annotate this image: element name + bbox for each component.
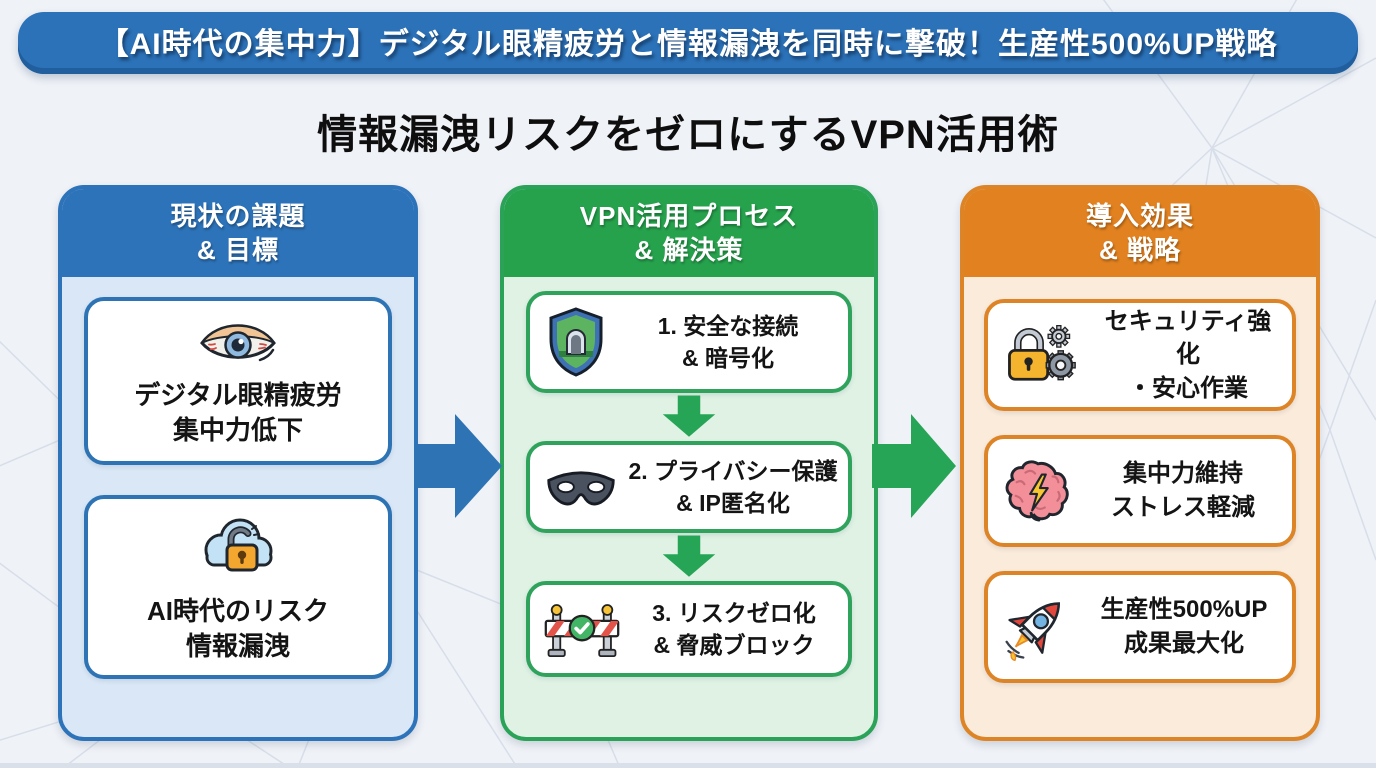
card-ai-era-risk: AI時代のリスク 情報漏洩 [84, 495, 392, 679]
productivity-rocket-icon [1005, 602, 1061, 662]
card-text: セキュリティ強化 ・安心作業 [1094, 305, 1282, 406]
security-lock-gears-icon [1008, 324, 1076, 381]
card-text-line: 3. リスクゼロ化 [652, 599, 816, 626]
down-arrow-icon [662, 395, 716, 437]
card-text-line: セキュリティ強化 [1104, 307, 1272, 369]
header-line: & 戦略 [1098, 235, 1181, 265]
flow-arrow-process-to-effects [872, 414, 956, 518]
card-text-line: 1. 安全な接続 [657, 312, 799, 339]
column-current-issues: 現状の課題 & 目標 デジタル眼精疲労 [58, 185, 418, 741]
card-digital-eye-strain: デジタル眼精疲労 集中力低下 [84, 297, 392, 465]
header-line: & 解決策 [634, 235, 744, 265]
card-text: AI時代のリスク 情報漏洩 [147, 594, 329, 664]
card-text: 2. プライバシー保護 & IP匿名化 [628, 455, 838, 519]
header-line: & 目標 [196, 235, 279, 265]
header-line: VPN活用プロセス [579, 200, 799, 231]
risk-barrier-icon [544, 604, 620, 658]
column-effects-body: セキュリティ強化 ・安心作業 集中力維持 ストレス [964, 277, 1316, 737]
card-productivity-up: 生産性500%UP 成果最大化 [984, 571, 1296, 683]
flow-arrow-current-to-process [414, 414, 502, 518]
privacy-mask-icon [547, 471, 615, 506]
card-security-boost: セキュリティ強化 ・安心作業 [984, 299, 1296, 411]
bottom-edge-strip [0, 763, 1376, 768]
card-text-line: & 暗号化 [682, 345, 774, 371]
card-text: デジタル眼精疲労 集中力低下 [134, 378, 341, 448]
column-effects: 導入効果 & 戦略 [960, 185, 1320, 741]
card-text: 集中力維持 ストレス軽減 [1084, 457, 1282, 524]
banner-text: 【AI時代の集中力】デジタル眼精疲労と情報漏洩を同時に撃破！生産性500%UP戦… [98, 28, 1278, 61]
card-risk-zero: 3. リスクゼロ化 & 脅威ブロック [526, 581, 852, 677]
cloud-lock-icon [204, 518, 273, 572]
process-step-arrow-2 [659, 533, 719, 581]
page-title: 情報漏洩リスクをゼロにするVPN活用術 [317, 113, 1059, 157]
card-secure-connection: 1. 安全な接続 & 暗号化 [526, 291, 852, 393]
card-text: 生産性500%UP 成果最大化 [1086, 593, 1282, 660]
column-process-header: VPN活用プロセス & 解決策 [504, 189, 874, 277]
down-arrow-icon [662, 535, 716, 577]
card-text-line: 集中力維持 [1123, 460, 1243, 488]
card-text-line: & IP匿名化 [676, 490, 790, 516]
card-text-line: 成果最大化 [1124, 630, 1244, 657]
card-text-line: ストレス軽減 [1111, 494, 1255, 521]
card-text-line: 情報漏洩 [185, 631, 290, 661]
column-current-header: 現状の課題 & 目標 [62, 189, 414, 277]
card-text: 1. 安全な接続 & 暗号化 [618, 310, 838, 374]
banner: 【AI時代の集中力】デジタル眼精疲労と情報漏洩を同時に撃破！生産性500%UP戦… [18, 12, 1358, 74]
card-text: 3. リスクゼロ化 & 脅威ブロック [630, 597, 838, 661]
card-text-line: ・安心作業 [1128, 374, 1248, 402]
column-vpn-process: VPN活用プロセス & 解決策 1. 安全な接続 & 暗号化 [500, 185, 878, 741]
focus-brain-icon [1005, 460, 1069, 522]
card-text-line: AI時代のリスク [146, 595, 329, 626]
tired-eye-icon [200, 324, 276, 362]
column-current-body: デジタル眼精疲労 集中力低下 [62, 277, 414, 737]
vpn-shield-icon [549, 307, 603, 377]
card-text-line: & 脅威ブロック [653, 632, 815, 658]
card-text-line: デジタル眼精疲労 [134, 379, 342, 410]
header-line: 導入効果 [1085, 200, 1194, 231]
card-text-line: 集中力低下 [172, 415, 303, 445]
column-effects-header: 導入効果 & 戦略 [964, 189, 1316, 277]
process-step-arrow-1 [659, 393, 719, 441]
card-focus-maintenance: 集中力維持 ストレス軽減 [984, 435, 1296, 547]
column-process-body: 1. 安全な接続 & 暗号化 2. プライバシー保護 & IP匿名化 [504, 277, 874, 737]
header-line: 現状の課題 [170, 200, 306, 231]
card-text-line: 生産性500%UP [1100, 596, 1268, 624]
card-text-line: 2. プライバシー保護 [628, 457, 838, 484]
card-privacy-protection: 2. プライバシー保護 & IP匿名化 [526, 441, 852, 533]
